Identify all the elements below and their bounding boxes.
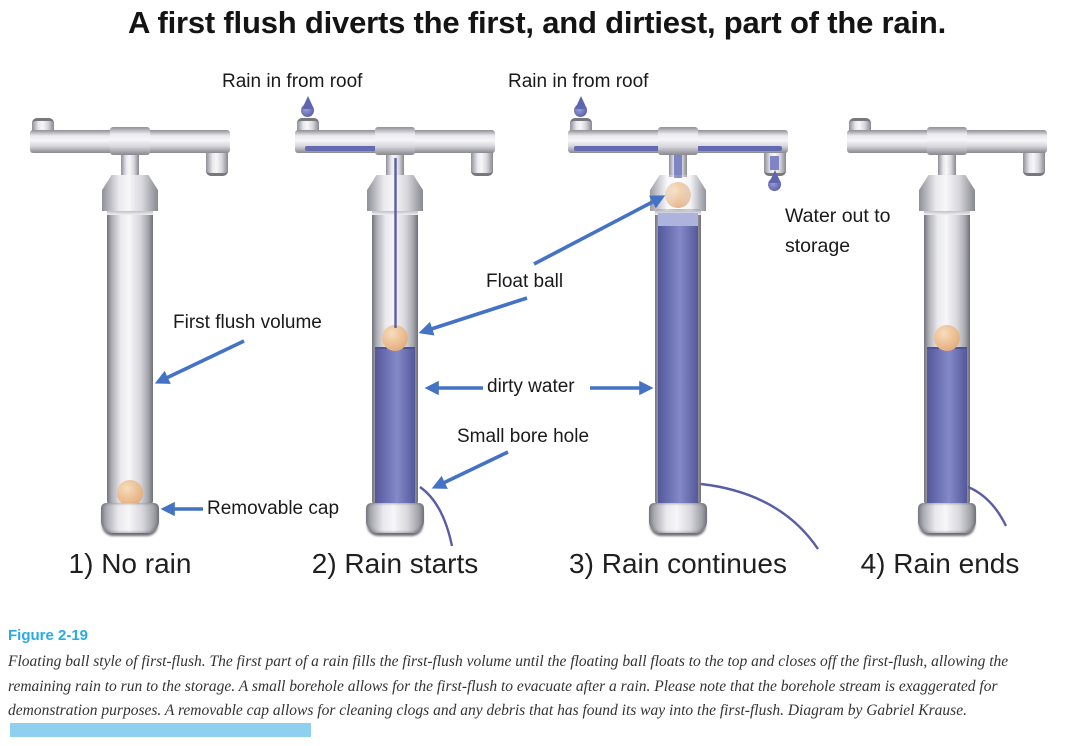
diagram-no-rain bbox=[30, 118, 230, 588]
stage-label-rain-continues: 3) Rain continues bbox=[569, 548, 787, 579]
water-in-pipe bbox=[305, 146, 381, 151]
float-ball bbox=[382, 325, 408, 351]
stage-label-rain-starts: 2) Rain starts bbox=[311, 548, 479, 579]
reducer-fitting bbox=[650, 175, 706, 211]
removable-cap bbox=[101, 503, 159, 533]
rain-drop-icon bbox=[574, 104, 587, 117]
tee-stub bbox=[121, 150, 139, 177]
water-surface-band bbox=[658, 213, 698, 226]
dirty-water-column bbox=[658, 213, 698, 507]
tee-stub bbox=[938, 150, 956, 177]
tee-fitting bbox=[110, 127, 150, 155]
stage-label-no-rain: 1) No rain bbox=[68, 548, 192, 579]
label-float-ball: Float ball bbox=[486, 271, 564, 292]
label-first-flush-volume: First flush volume bbox=[173, 312, 322, 333]
removable-cap bbox=[366, 503, 424, 533]
dirty-water-column bbox=[927, 347, 967, 507]
standpipe bbox=[107, 209, 153, 505]
label-removable-cap: Removable cap bbox=[207, 498, 340, 519]
reducer-fitting bbox=[919, 175, 975, 211]
float-ball bbox=[934, 325, 960, 351]
figure-caption: Floating ball style of first-flush. The … bbox=[8, 653, 1009, 719]
tee-fitting bbox=[927, 127, 967, 155]
label-small-bore-hole: Small bore hole bbox=[457, 426, 590, 447]
tee-fitting bbox=[658, 127, 698, 155]
figure-number: Figure 2-19 bbox=[8, 627, 89, 644]
label-water-out: Water out to storage bbox=[785, 205, 891, 257]
pipe-elbow-down bbox=[1023, 151, 1045, 176]
reducer-fitting bbox=[367, 175, 423, 211]
rain-drop-icon bbox=[301, 104, 314, 117]
label-rain-in-right: Rain in from roof bbox=[508, 71, 649, 92]
float-ball bbox=[117, 480, 143, 506]
pipe-elbow-down bbox=[471, 151, 493, 176]
water-in-elbow bbox=[770, 156, 779, 170]
label-dirty-water: dirty water bbox=[487, 376, 575, 397]
pipe-elbow-down bbox=[206, 151, 228, 176]
stage-label-rain-ends: 4) Rain ends bbox=[860, 548, 1020, 579]
dirty-water-column bbox=[375, 347, 415, 507]
reducer-fitting bbox=[102, 175, 158, 211]
figure-title: A first flush diverts the first, and dir… bbox=[128, 5, 946, 40]
removable-cap bbox=[649, 503, 707, 533]
label-rain-in-left: Rain in from roof bbox=[222, 71, 363, 92]
water-out-drop-icon bbox=[768, 178, 781, 191]
tee-fitting bbox=[375, 127, 415, 155]
highlight-bar bbox=[10, 723, 311, 737]
diagram-rain-continues bbox=[568, 104, 788, 588]
diagram-rain-ends bbox=[847, 118, 1047, 588]
removable-cap bbox=[918, 503, 976, 533]
water-in-stub bbox=[674, 152, 682, 178]
